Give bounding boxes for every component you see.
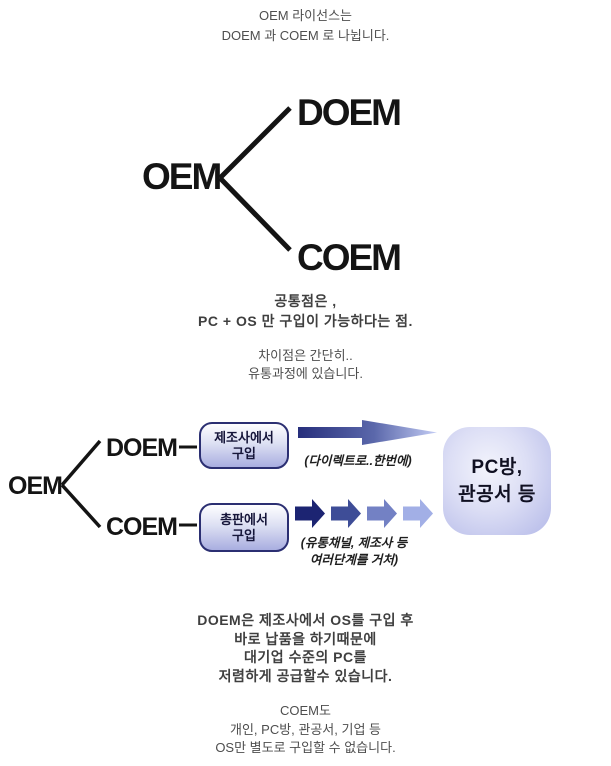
coem-purchase-box-line-2: 구입 bbox=[232, 527, 256, 543]
coem-desc-line-2: 개인, PC방, 관공서, 기업 등 bbox=[230, 721, 381, 737]
step-arrows-icon bbox=[295, 499, 433, 528]
direct-arrow-caption: (다이렉트로..한번에) bbox=[304, 454, 412, 468]
target-line-1: PC방, bbox=[471, 457, 523, 478]
intro-line-2: DOEM 과 COEM 로 나뉩니다. bbox=[221, 28, 390, 43]
coem-description: COEM도 개인, PC방, 관공서, 기업 등 OS만 별도로 구입할 수 없… bbox=[0, 702, 611, 758]
difference-line-2: 유통과정에 있습니다. bbox=[248, 366, 363, 381]
target-line-2: 관공서 등 bbox=[458, 484, 536, 505]
tree-doem-label: DOEM bbox=[297, 92, 402, 133]
coem-purchase-box: 총판에서 구입 bbox=[199, 503, 289, 552]
coem-desc-line-1: COEM도 bbox=[280, 703, 331, 718]
difference-line-1: 차이점은 간단히.. bbox=[258, 348, 353, 363]
direct-arrow-icon bbox=[298, 420, 437, 445]
doem-desc-line-1: DOEM은 제조사에서 OS를 구입 후 bbox=[197, 612, 414, 628]
flow-coem-label: COEM bbox=[106, 513, 178, 541]
doem-purchase-box-line-2: 구입 bbox=[232, 445, 256, 461]
doem-desc-line-4: 저렴하게 공급할수 있습니다. bbox=[218, 667, 393, 684]
intro-text: OEM 라이선스는 DOEM 과 COEM 로 나뉩니다. bbox=[0, 6, 611, 46]
doem-desc-line-3: 대기업 수준의 PC를 bbox=[244, 649, 367, 665]
target-customers-box: PC방, 관공서 등 bbox=[443, 427, 551, 535]
multi-step-caption: (유통채널, 제조사 등 여러단계를 거처) bbox=[288, 535, 420, 568]
doem-desc-line-2: 바로 납품을 하기때문에 bbox=[234, 630, 377, 647]
doem-description: DOEM은 제조사에서 OS를 구입 후 바로 납품을 하기때문에 대기업 수준… bbox=[0, 611, 611, 685]
doem-purchase-box-line-1: 제조사에서 bbox=[214, 429, 274, 445]
difference-point-text: 차이점은 간단히.. 유통과정에 있습니다. bbox=[0, 347, 611, 383]
coem-purchase-box-line-1: 총판에서 bbox=[220, 511, 268, 527]
coem-desc-line-3: OS만 별도로 구입할 수 없습니다. bbox=[215, 740, 396, 755]
common-point-line-1: 공통점은 , bbox=[274, 293, 337, 309]
intro-line-1: OEM 라이선스는 bbox=[258, 8, 353, 23]
tree-coem-label: COEM bbox=[297, 237, 402, 278]
flow-root-label: OEM bbox=[8, 472, 63, 500]
multi-step-caption-line-1: (유통채널, 제조사 등 bbox=[300, 536, 408, 550]
common-point-line-2: PC + OS 만 구입이 가능하다는 점. bbox=[198, 313, 413, 329]
tree-root-label: OEM bbox=[142, 156, 222, 197]
doem-purchase-box: 제조사에서 구입 bbox=[199, 422, 289, 469]
multi-step-caption-line-2: 여러단계를 거처) bbox=[309, 552, 399, 567]
flow-doem-label: DOEM bbox=[106, 434, 178, 462]
common-point-text: 공통점은 , PC + OS 만 구입이 가능하다는 점. bbox=[0, 291, 611, 331]
